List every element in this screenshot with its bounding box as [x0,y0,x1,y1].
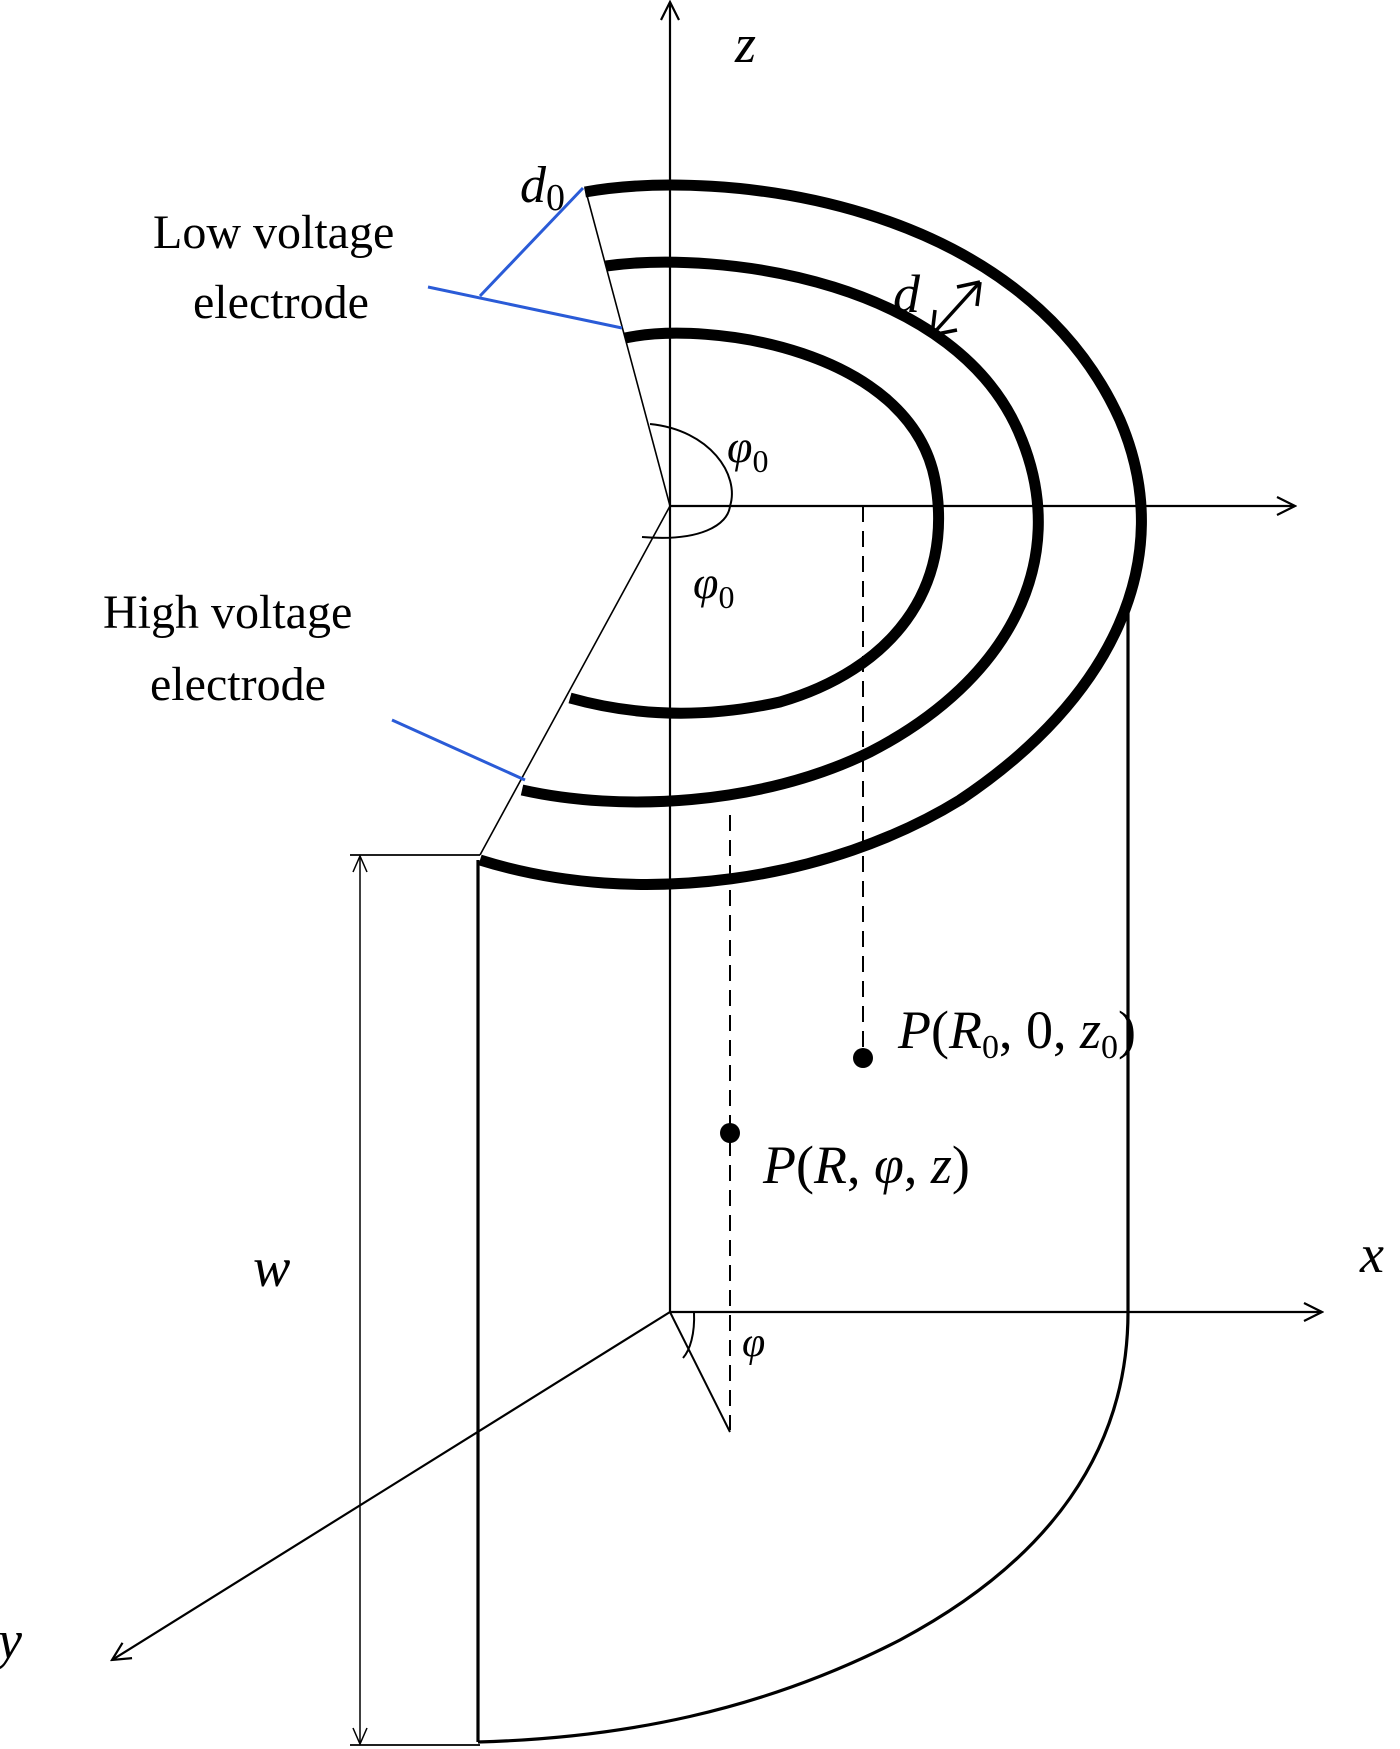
w-dimension-arrow-bottom [352,1727,368,1746]
point-p0-marker [853,1048,873,1068]
high-voltage-label-line1: High voltage [103,586,352,639]
d-arrow-line [930,280,982,337]
d-arrow-head-outer [956,280,982,307]
high-voltage-label-line2: electrode [150,658,326,711]
inner-electrode-arc [568,327,945,719]
point-p0-label: P(R0, 0, z0) [897,1000,1136,1066]
w-dimension-arrow-top [352,854,368,873]
low-voltage-label-line1: Low voltage [153,206,394,259]
phi0-upper-arc [649,423,733,507]
phi-ray [669,1311,731,1433]
middle-electrode-arc [520,256,1044,808]
outer-electrode-arc [478,179,1147,890]
y-axis-label: y [0,1610,22,1670]
point-p-marker [720,1123,740,1143]
phi0-upper-label: φ0 [727,421,768,479]
leader-low-voltage-b [427,285,623,330]
d-arrow-head-inner [930,309,958,337]
leader-low-voltage-a [478,186,585,298]
upper-sector-ray [584,187,671,507]
d-label: d [893,264,921,324]
phi-angle-arc [682,1311,696,1359]
lower-sector-ray [479,505,671,856]
cylinder-bottom-curve [477,1311,1130,1744]
point-p-label: P(R, φ, z) [762,1135,970,1195]
low-voltage-label-line2: electrode [193,276,369,329]
y-axis [112,1311,671,1660]
phi0-lower-label: φ0 [693,557,734,615]
d0-label: d0 [520,157,565,219]
w-label: w [253,1237,290,1299]
leader-high-voltage [391,718,526,782]
x-axis-label: x [1359,1224,1384,1284]
phi0-lower-arc [641,505,731,539]
z-axis-label: z [734,14,756,74]
phi-label: φ [742,1320,765,1366]
